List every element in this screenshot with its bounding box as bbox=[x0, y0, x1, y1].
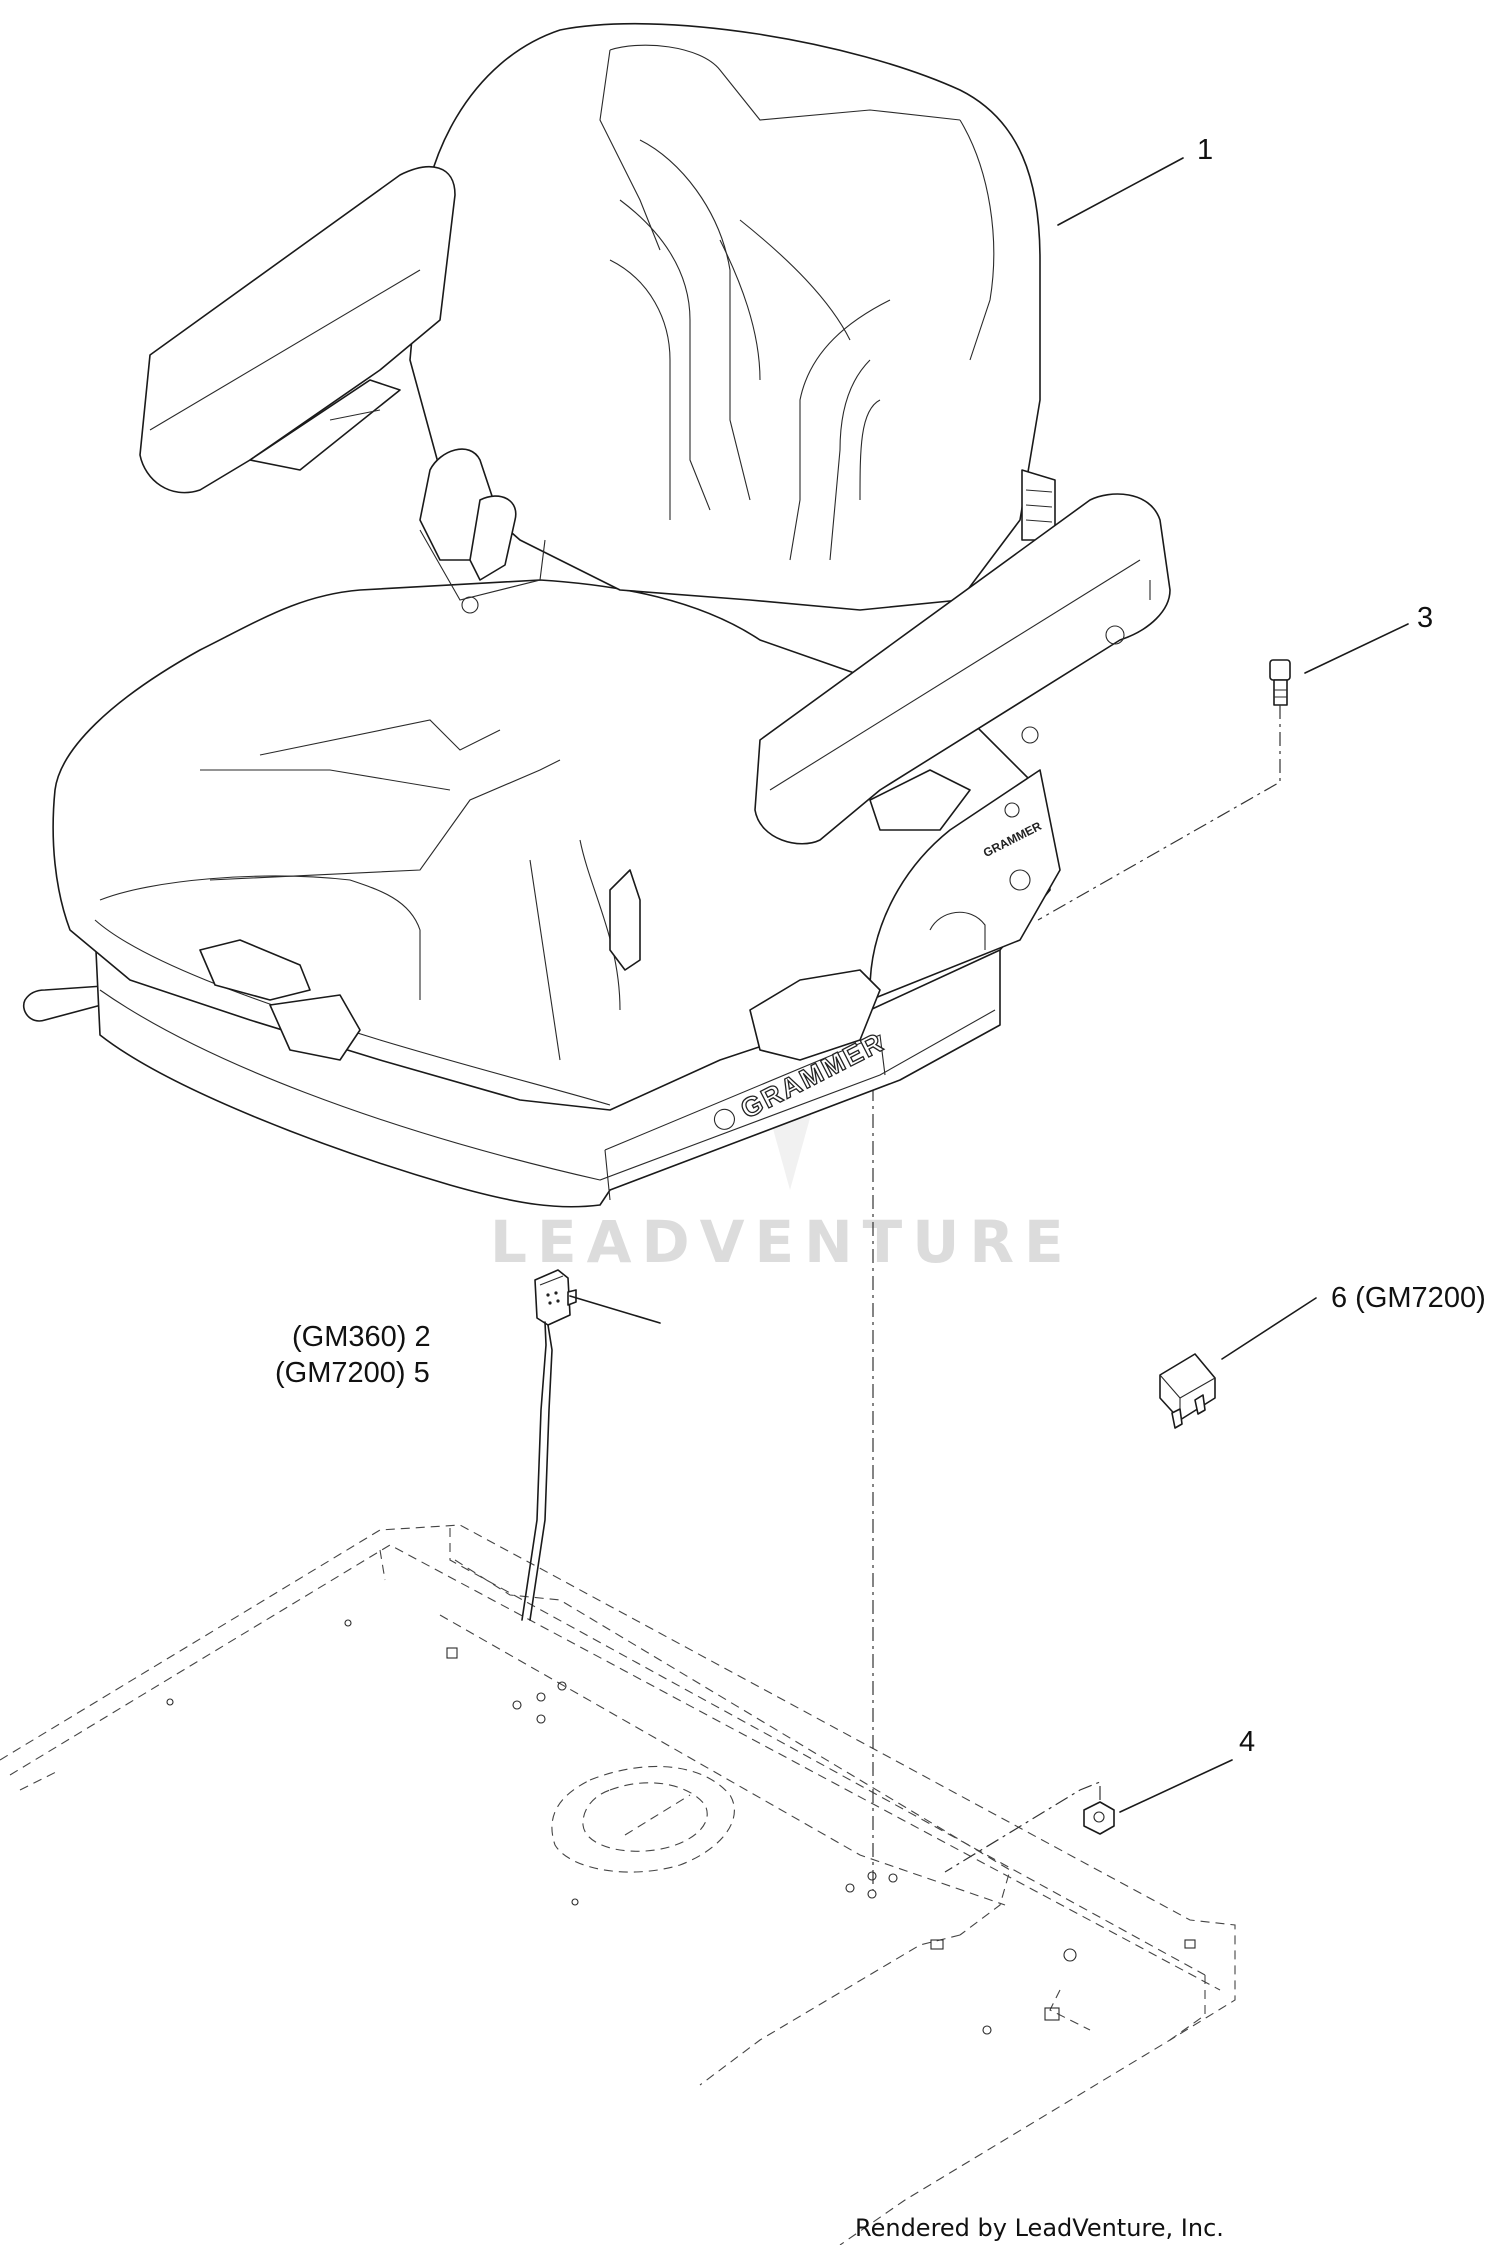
callout-5: (GM7200) 5 bbox=[275, 1357, 430, 1389]
callout-2: (GM360) 2 bbox=[292, 1321, 431, 1353]
part-4-nut bbox=[944, 1781, 1115, 1873]
callout-3: 3 bbox=[1417, 602, 1433, 634]
base-plate bbox=[0, 1524, 1236, 2245]
part-3-screw bbox=[1037, 659, 1291, 921]
part-2-5-harness bbox=[521, 1269, 577, 1621]
callout-4: 4 bbox=[1239, 1726, 1255, 1758]
footer-credit: Rendered by LeadVenture, Inc. bbox=[855, 2214, 1224, 2242]
callout-1: 1 bbox=[1197, 134, 1213, 166]
callout-6: 6 (GM7200) bbox=[1331, 1282, 1486, 1314]
watermark-text: LEADVENTURE bbox=[490, 1208, 1074, 1276]
seat-assembly: GRAMMER GRAMMER bbox=[23, 23, 1171, 1208]
part-6-fuse bbox=[1159, 1353, 1216, 1429]
leader-lines bbox=[569, 157, 1409, 1813]
